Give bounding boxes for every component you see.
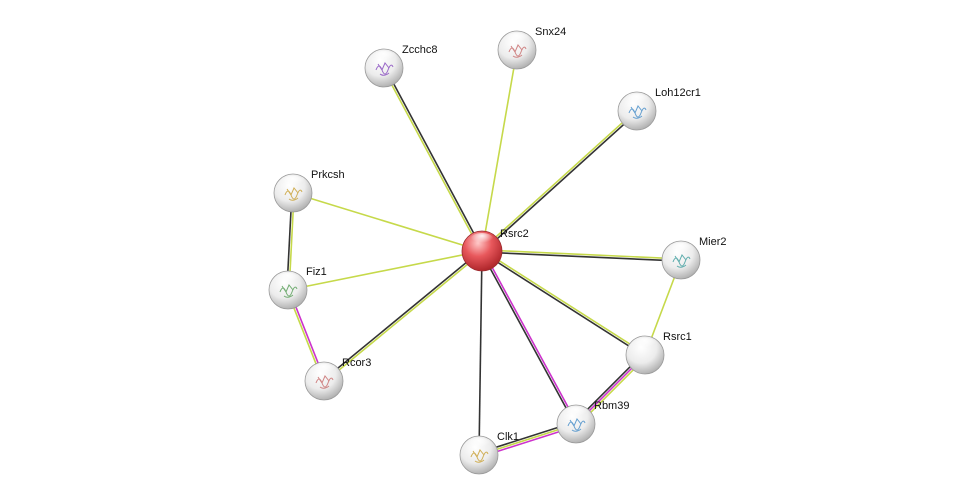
node-highlight (633, 337, 657, 352)
nodes-layer: Rsrc2 Zcchc8 Snx24Loh12cr1PrkcshMier2Fiz1R… (268, 26, 727, 475)
node-highlight (505, 32, 529, 47)
edge-line-textmining (480, 109, 637, 251)
edge-line-coexpression (478, 250, 483, 456)
protein-structure-icon (315, 375, 334, 389)
edge-line-experimental (482, 250, 578, 424)
node-fiz1[interactable]: Fiz1 (268, 266, 327, 310)
node-label: Clk1 (497, 431, 519, 443)
edge-rsrc2-rsrc1 (480, 249, 647, 357)
node-highlight (276, 272, 300, 287)
node-highlight (625, 93, 649, 108)
node-label: Rsrc2 (500, 228, 529, 240)
edge-rsrc2-zcchc8 (382, 67, 484, 252)
protein-structure-icon (508, 44, 527, 58)
node-highlight (564, 406, 588, 421)
node-label: Fiz1 (306, 266, 327, 278)
node-highlight (470, 233, 494, 247)
node-label: Rcor3 (342, 357, 371, 369)
edge-rsrc2-prkcsh (292, 192, 483, 252)
edge-line-coexpression (322, 249, 482, 381)
edge-rsrc2-mier2 (481, 249, 682, 262)
node-loh12cr1[interactable]: Loh12cr1 (617, 87, 701, 131)
node-rsrc1[interactable]: Rsrc1 (625, 331, 692, 375)
node-prkcsh[interactable]: Prkcsh (273, 169, 345, 213)
edge-line-textmining (482, 249, 647, 355)
edge-line-coexpression (481, 251, 681, 262)
edge-rsrc2-clk1 (478, 250, 483, 456)
edge-line-coexpression (384, 67, 484, 251)
edge-rsrc2-rcor3 (322, 249, 484, 383)
node-highlight (372, 50, 396, 65)
node-label: Prkcsh (311, 169, 345, 181)
edge-rsrc2-fiz1 (287, 250, 483, 291)
edge-line-textmining (481, 49, 518, 252)
edge-line-textmining (382, 68, 482, 252)
edge-line-textmining (482, 249, 682, 260)
edge-line-textmining (287, 250, 483, 291)
protein-structure-icon (375, 62, 394, 76)
protein-structure-icon (628, 105, 647, 119)
edge-rsrc2-snx24 (481, 49, 518, 252)
edge-line-coexpression (480, 251, 645, 357)
node-highlight (281, 175, 305, 190)
protein-structure-icon (567, 418, 586, 432)
node-rcor3[interactable]: Rcor3 (304, 357, 371, 401)
node-highlight (669, 242, 693, 257)
node-label: Snx24 (535, 26, 566, 38)
edge-line-coexpression (482, 111, 639, 253)
protein-structure-icon (284, 187, 303, 201)
protein-structure-icon (470, 449, 489, 463)
protein-structure-icon (672, 254, 691, 268)
edge-rsrc2-rbm39 (480, 250, 578, 425)
node-label: Zcchc8 (402, 44, 437, 56)
edge-line-textmining (324, 251, 484, 383)
node-rsrc2[interactable]: Rsrc2 (461, 228, 529, 272)
node-rbm39[interactable]: Rbm39 (556, 400, 629, 444)
node-clk1[interactable]: Clk1 (459, 431, 519, 475)
node-snx24[interactable]: Snx24 (497, 26, 566, 70)
edge-line-coexpression (480, 251, 576, 425)
node-zcchc8[interactable]: Zcchc8 (364, 44, 437, 88)
protein-structure-icon (279, 284, 298, 298)
node-highlight (467, 437, 491, 452)
edge-line-textmining (292, 192, 483, 252)
node-label: Rsrc1 (663, 331, 692, 343)
node-mier2[interactable]: Mier2 (661, 236, 727, 280)
node-label: Loh12cr1 (655, 87, 701, 99)
edge-rsrc2-loh12cr1 (480, 109, 639, 253)
node-label: Rbm39 (594, 400, 629, 412)
node-highlight (312, 363, 336, 378)
node-label: Mier2 (699, 236, 727, 248)
